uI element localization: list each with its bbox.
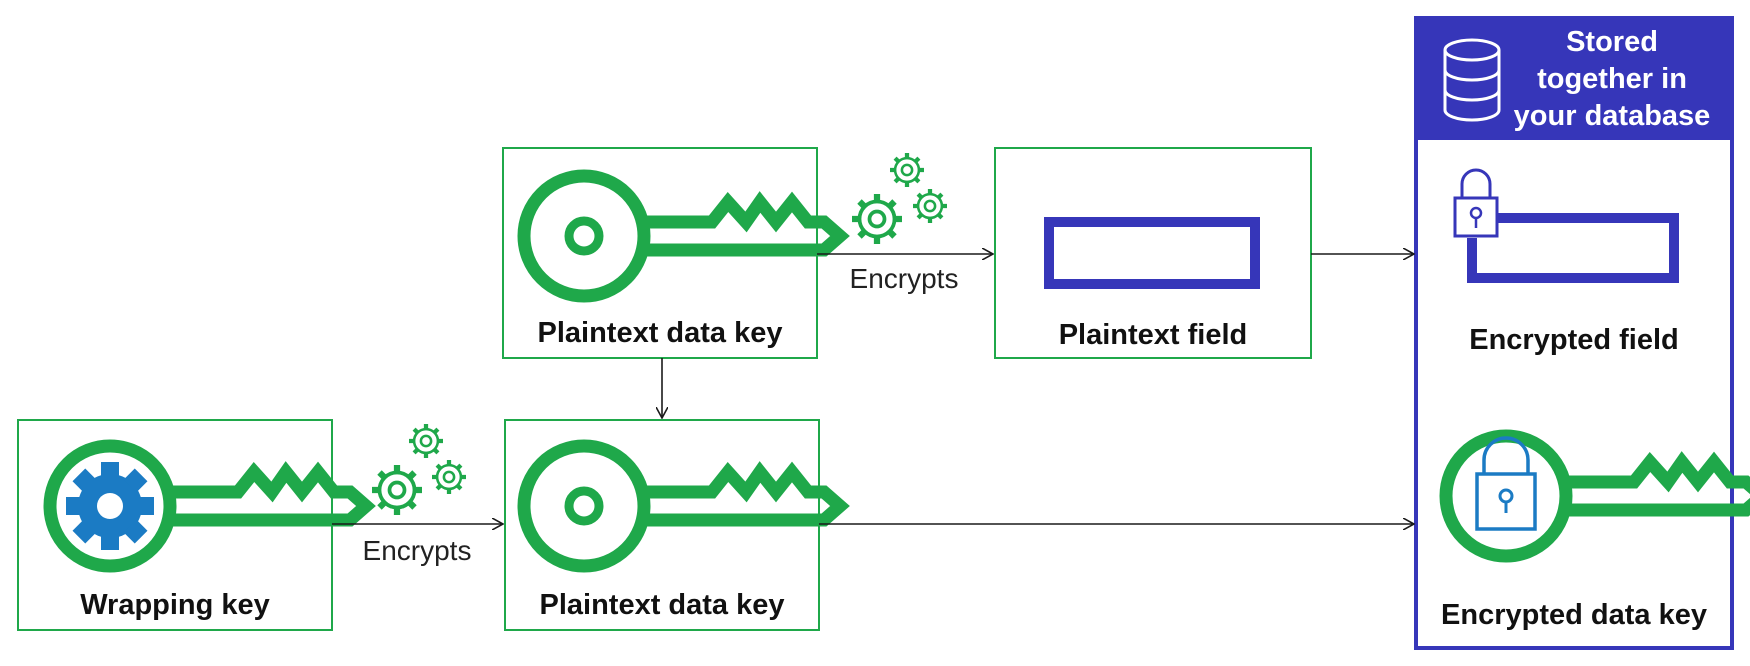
wrapping-key-label: Wrapping key (80, 589, 270, 621)
encrypted-data-key-label: Encrypted data key (1441, 599, 1707, 631)
encrypts-top-label: Encrypts (850, 263, 959, 294)
locked-key-icon (1446, 436, 1750, 556)
plaintext-data-key-top-label: Plaintext data key (538, 317, 783, 349)
database-container: Stored together in your database Encrypt… (1414, 16, 1750, 650)
gear-key-icon (50, 446, 366, 566)
encrypted-data-key-item: Encrypted data key (1441, 436, 1750, 631)
field-icon (1044, 217, 1260, 289)
encrypted-field-item: Encrypted field (1453, 168, 1679, 356)
arrows (332, 254, 1414, 524)
plaintext-data-key-bottom-label: Plaintext data key (540, 589, 785, 621)
plaintext-data-key-bottom-node: Plaintext data key (504, 419, 840, 631)
database-header-line3: your database (1514, 100, 1711, 132)
encrypts-bottom-label: Encrypts (363, 535, 472, 566)
key-icon (524, 446, 840, 566)
wrapping-key-node: Wrapping key (17, 419, 366, 631)
database-icon (1443, 38, 1501, 122)
locked-field-icon (1453, 168, 1679, 283)
database-header-line1: Stored (1566, 26, 1658, 58)
key-icon (524, 176, 840, 296)
plaintext-field-node: Plaintext field (994, 147, 1312, 359)
gears-icon (852, 153, 947, 244)
gears-icon (372, 424, 466, 515)
plaintext-field-label: Plaintext field (1059, 319, 1248, 351)
plaintext-data-key-top-node: Plaintext data key (502, 147, 840, 359)
encrypted-field-label: Encrypted field (1469, 324, 1679, 356)
database-header-line2: together in (1537, 63, 1687, 95)
